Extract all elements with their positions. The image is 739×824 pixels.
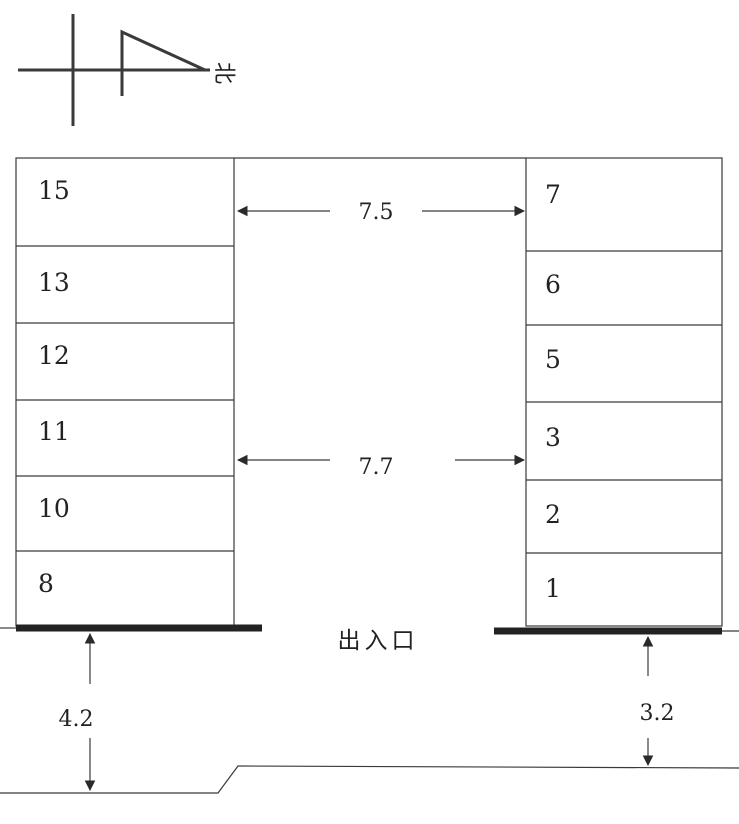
- left-column-outline: [15, 157, 235, 627]
- right-column-outline: [525, 157, 723, 627]
- parking-slot-label: 7: [545, 180, 561, 209]
- aisle-width-label: 7.7: [359, 455, 394, 480]
- parking-slot-label: 1: [545, 574, 561, 603]
- parking-slot-label: 6: [545, 270, 561, 299]
- parking-slot-label: 10: [38, 494, 70, 523]
- aisle-width-label: 7.5: [359, 200, 394, 225]
- compass-pointer-triangle: [120, 29, 206, 96]
- parking-slot-label: 3: [545, 423, 561, 452]
- parking-slot-label: 12: [38, 341, 70, 370]
- right-setback-label: 3.2: [640, 701, 675, 726]
- parking-slot-label: 11: [38, 417, 70, 446]
- left-parking-column: 15 13 12 11 10 8: [15, 157, 235, 627]
- parking-slot-label: 8: [38, 569, 54, 598]
- north-label: 北: [211, 62, 236, 84]
- parking-slot-label: 5: [545, 345, 561, 374]
- parking-slot-label: 15: [38, 176, 70, 205]
- aisle-width-dimension-mid: 7.7: [236, 454, 526, 480]
- north-compass-icon: 北: [18, 14, 236, 126]
- entrance-label: 出入口: [338, 628, 419, 654]
- road-edge-line: [0, 765, 739, 794]
- left-setback-dimension: 4.2: [59, 632, 96, 792]
- right-setback-dimension: 3.2: [640, 635, 675, 767]
- right-parking-column: 7 6 5 3 2 1: [525, 157, 723, 627]
- left-setback-label: 4.2: [59, 707, 94, 732]
- aisle-width-dimension-top: 7.5: [236, 200, 526, 225]
- parking-slot-label: 13: [38, 268, 70, 297]
- parking-slot-label: 2: [545, 500, 561, 529]
